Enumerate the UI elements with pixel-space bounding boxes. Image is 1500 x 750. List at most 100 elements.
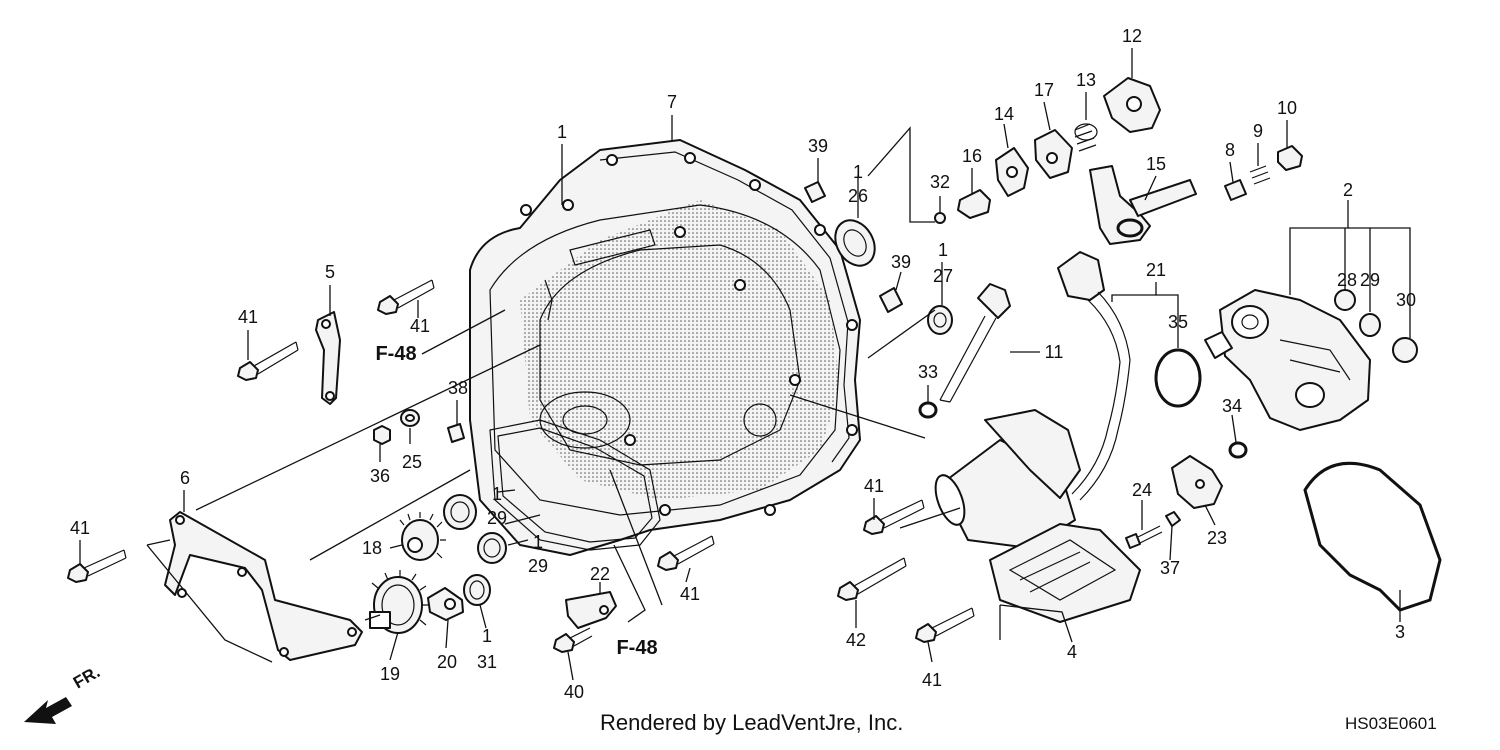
callout-8: 8 [1225, 140, 1235, 160]
gear-18 [399, 512, 446, 561]
callout-1a: 1 [557, 122, 567, 142]
leader-lines [79, 48, 1411, 681]
callout-15: 15 [1146, 154, 1166, 174]
callout-14: 14 [994, 104, 1014, 124]
callout-11: 11 [1045, 342, 1064, 362]
bearing-29a [443, 494, 477, 530]
callout-34: 34 [1222, 396, 1242, 416]
callout-28: 28 [1337, 270, 1357, 290]
callout-33: 33 [918, 362, 938, 382]
callout-22: 22 [590, 564, 610, 584]
callouts: 7 1 5 41 41 38 25 36 6 41 1 29 1 29 18 1… [70, 26, 1416, 702]
oring-33 [918, 401, 938, 419]
sensor-23 [1171, 455, 1223, 509]
callout-40: 40 [564, 682, 584, 702]
bolt-24 [1125, 525, 1163, 549]
callout-25: 25 [402, 452, 422, 472]
bearing-29c [1359, 313, 1381, 337]
callout-24: 24 [1132, 480, 1152, 500]
ref-label-lower: F-48 [616, 637, 657, 659]
callout-27: 27 [933, 266, 953, 286]
bearing-29b [477, 532, 507, 564]
callout-36: 36 [370, 466, 390, 486]
callout-41f: 41 [922, 670, 942, 690]
bracket-6 [164, 511, 363, 661]
bolt-41-center [657, 535, 715, 571]
bracket-5 [315, 311, 341, 405]
bolt-41-left-top [237, 341, 299, 381]
callout-29b: 29 [528, 556, 548, 576]
front-arrow-icon [24, 697, 72, 724]
dowel-39-upper [804, 181, 826, 203]
callout-1e: 1 [853, 162, 863, 182]
callout-41a: 41 [238, 307, 258, 327]
callout-3: 3 [1395, 622, 1405, 642]
spring-13 [1074, 123, 1098, 152]
plug-8 [1224, 179, 1247, 201]
spring-9 [1249, 165, 1271, 185]
callout-19: 19 [380, 664, 400, 684]
callout-1f: 1 [938, 240, 948, 260]
callout-23: 23 [1207, 528, 1227, 548]
shift-drum-20 [427, 587, 464, 621]
callout-17: 17 [1034, 80, 1054, 100]
motor-4 [934, 409, 1141, 623]
crankcase-cover [469, 139, 861, 556]
callout-2: 2 [1343, 180, 1353, 200]
plate-17 [1034, 129, 1073, 179]
callout-38: 38 [448, 378, 468, 398]
bolt-40 [553, 627, 593, 653]
callout-41d: 41 [680, 584, 700, 604]
callout-39b: 39 [891, 252, 911, 272]
cap-10 [1277, 145, 1303, 171]
callout-18: 18 [362, 538, 382, 558]
shaft-15 [1089, 165, 1197, 245]
bolt-42 [837, 557, 907, 601]
dipstick-11 [939, 283, 1011, 403]
callout-32: 32 [930, 172, 950, 192]
callout-41c: 41 [70, 518, 90, 538]
callout-41e: 41 [864, 476, 884, 496]
callout-21: 21 [1146, 260, 1166, 280]
callout-41b: 41 [410, 316, 430, 336]
plate-22 [565, 591, 617, 629]
oil-pump-2 [1204, 289, 1371, 431]
callout-16: 16 [962, 146, 982, 166]
arm-12 [1103, 77, 1161, 133]
bolt-41-left-bottom [67, 549, 127, 583]
callout-39a: 39 [808, 136, 828, 156]
callout-7: 7 [667, 92, 677, 112]
bolt-41-bottom-right [915, 607, 975, 643]
switch-14 [995, 147, 1029, 197]
callout-29a: 29 [487, 508, 507, 528]
gear-19 [369, 570, 429, 634]
callout-30: 30 [1396, 290, 1416, 310]
callout-4: 4 [1067, 642, 1077, 662]
ref-label-upper: F-48 [375, 343, 416, 365]
washer-25 [400, 409, 420, 427]
callout-37: 37 [1160, 558, 1180, 578]
gasket-3 [1303, 461, 1442, 612]
dowel-39-lower [879, 287, 903, 313]
callout-1d: 1 [482, 626, 492, 646]
callout-5: 5 [325, 262, 335, 282]
bolt-41-upper [377, 279, 435, 315]
bearing-28 [1334, 289, 1356, 311]
nut-36 [373, 425, 391, 445]
callout-42: 42 [846, 630, 866, 650]
dowel-38 [447, 423, 465, 443]
callout-26: 26 [848, 186, 868, 206]
callout-9: 9 [1253, 121, 1263, 141]
washer-32 [934, 212, 946, 224]
bearing-30 [1392, 337, 1418, 363]
oring-35 [1154, 348, 1202, 408]
sensor-21 [1057, 251, 1131, 501]
callout-13: 13 [1076, 70, 1096, 90]
callout-20: 20 [437, 652, 457, 672]
bolt-41-right [863, 499, 925, 535]
callout-31: 31 [477, 652, 497, 672]
callout-6: 6 [180, 468, 190, 488]
bolt-16 [957, 189, 991, 219]
callout-35: 35 [1168, 312, 1188, 332]
